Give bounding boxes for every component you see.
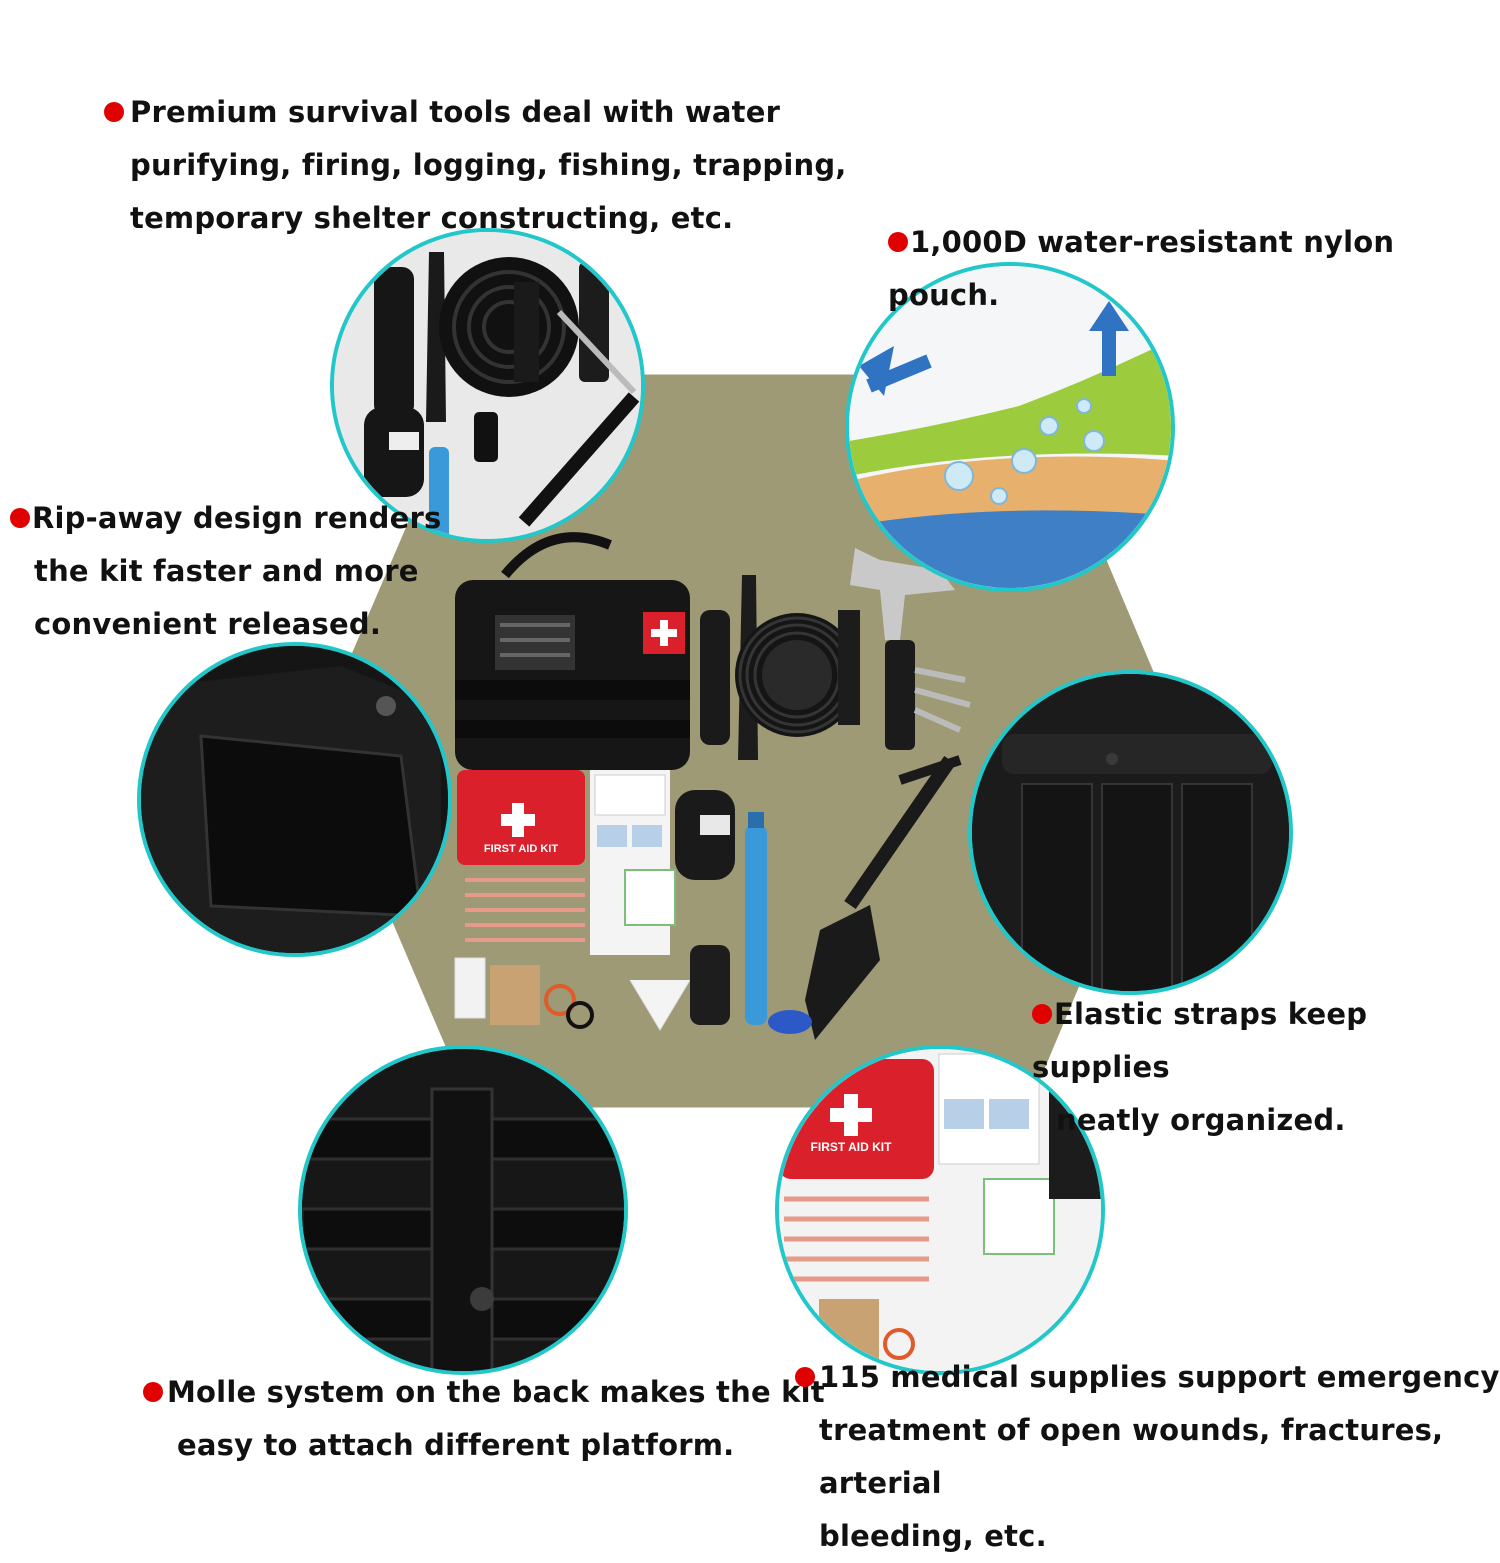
bullet-dot-icon — [795, 1367, 815, 1387]
product-infographic: FIRST AID KIT — [10, 86, 1500, 1553]
survival-kit-product-photo: FIRST AID KIT — [454, 532, 971, 1040]
feature-rip-away-line-1: Rip-away design renders — [32, 501, 442, 535]
feature-elastic: Elastic straps keep supplies neatly orga… — [1032, 988, 1500, 1147]
feature-medical-line-3: bleeding, etc. — [819, 1519, 1047, 1553]
hook-loop-panel-image — [141, 646, 448, 953]
bullet-dot-icon — [1032, 1004, 1052, 1024]
bullet-dot-icon — [143, 1382, 163, 1402]
water-resistant-fabric-illustration — [849, 266, 1171, 588]
bullet-dot-icon — [888, 232, 908, 252]
feature-molle-line-1: Molle system on the back makes the kit — [167, 1375, 825, 1409]
tools-detail-circle — [330, 228, 645, 543]
rip-away-circle — [137, 642, 452, 957]
interior-straps-image — [972, 674, 1289, 991]
feature-nylon-line-1: 1,000D water-resistant nylon pouch. — [888, 225, 1395, 312]
feature-nylon: 1,000D water-resistant nylon pouch. — [888, 216, 1500, 322]
tools-closeup-image — [334, 232, 641, 539]
feature-tools-line-3: temporary shelter constructing, etc. — [130, 201, 734, 235]
feature-medical-line-2: treatment of open wounds, fractures, art… — [819, 1413, 1444, 1500]
first-aid-kit-label: FIRST AID KIT — [484, 843, 558, 855]
feature-elastic-line-1: Elastic straps keep supplies — [1032, 997, 1368, 1084]
feature-molle-line-2: easy to attach different platform. — [177, 1428, 735, 1462]
nylon-fabric-circle — [845, 262, 1175, 592]
feature-rip-away-line-2: the kit faster and more — [34, 554, 419, 588]
bullet-dot-icon — [104, 102, 124, 122]
molle-system-circle — [298, 1045, 628, 1375]
elastic-straps-circle — [968, 670, 1293, 995]
feature-elastic-line-2: neatly organized. — [1056, 1103, 1346, 1137]
feature-medical: 115 medical supplies support emergency t… — [795, 1351, 1500, 1563]
feature-tools: Premium survival tools deal with water p… — [104, 86, 847, 245]
feature-tools-line-1: Premium survival tools deal with water — [130, 95, 781, 129]
feature-tools-line-2: purifying, firing, logging, fishing, tra… — [130, 148, 847, 182]
molle-webbing-image — [302, 1049, 624, 1371]
feature-rip-away: Rip-away design renders the kit faster a… — [10, 492, 441, 651]
first-aid-kit-zoom-label: FIRST AID KIT — [811, 1140, 893, 1154]
feature-molle: Molle system on the back makes the kit e… — [143, 1366, 825, 1472]
bullet-dot-icon — [10, 508, 30, 528]
feature-rip-away-line-3: convenient released. — [34, 607, 382, 641]
feature-medical-line-1: 115 medical supplies support emergency — [819, 1360, 1500, 1394]
tactical-pouch — [455, 532, 690, 770]
